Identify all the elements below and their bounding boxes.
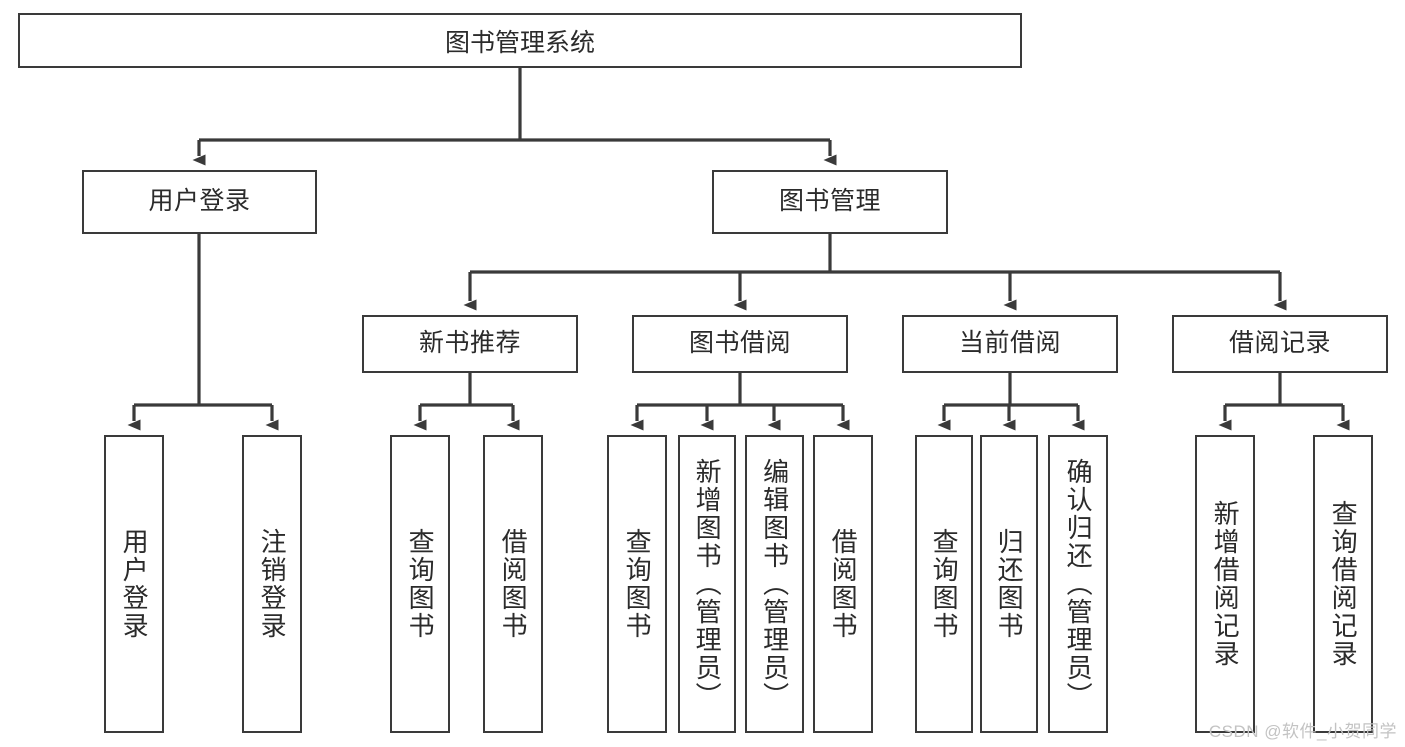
node-book-manage-label: 图书管理	[778, 187, 881, 216]
node-leaf-user-login[interactable]: 用户登录	[104, 435, 164, 733]
node-leaf-query-borrow-record[interactable]: 查询借阅记录	[1313, 435, 1373, 733]
node-root-label: 图书管理系统	[444, 28, 595, 57]
node-leaf-user-logout-label: 注销登录	[257, 528, 288, 640]
node-root[interactable]: 图书管理系统	[18, 13, 1022, 68]
node-leaf-return-book[interactable]: 归还图书	[980, 435, 1038, 733]
node-leaf-borrow-book[interactable]: 借阅图书	[813, 435, 873, 733]
node-borrow-record-label: 借阅记录	[1228, 329, 1331, 358]
node-book-manage[interactable]: 图书管理	[712, 170, 948, 234]
node-leaf-borrow-book-rec[interactable]: 借阅图书	[483, 435, 543, 733]
node-user-login[interactable]: 用户登录	[82, 170, 317, 234]
node-leaf-query-book-rec-label: 查询图书	[405, 528, 436, 640]
node-current-borrow-label: 当前借阅	[958, 329, 1061, 358]
node-leaf-add-book[interactable]: 新增图书（管理员）	[678, 435, 736, 733]
node-leaf-query-book-rec[interactable]: 查询图书	[390, 435, 450, 733]
node-leaf-query-book-borrow[interactable]: 查询图书	[607, 435, 667, 733]
node-book-borrow-label: 图书借阅	[688, 329, 791, 358]
node-new-book-recommend-label: 新书推荐	[418, 329, 521, 358]
node-leaf-borrow-book-rec-label: 借阅图书	[498, 528, 529, 640]
node-new-book-recommend[interactable]: 新书推荐	[362, 315, 578, 373]
node-leaf-user-logout[interactable]: 注销登录	[242, 435, 302, 733]
node-leaf-confirm-return[interactable]: 确认归还（管理员）	[1048, 435, 1108, 733]
node-leaf-add-borrow-record[interactable]: 新增借阅记录	[1195, 435, 1255, 733]
node-leaf-query-book-current[interactable]: 查询图书	[915, 435, 973, 733]
node-leaf-return-book-label: 归还图书	[994, 528, 1025, 640]
node-leaf-query-borrow-record-label: 查询借阅记录	[1328, 500, 1359, 668]
node-leaf-edit-book[interactable]: 编辑图书（管理员）	[745, 435, 804, 733]
node-book-borrow[interactable]: 图书借阅	[632, 315, 848, 373]
node-leaf-query-book-current-label: 查询图书	[929, 528, 960, 640]
node-current-borrow[interactable]: 当前借阅	[902, 315, 1118, 373]
node-leaf-add-book-label: 新增图书（管理员）	[692, 458, 723, 710]
node-leaf-borrow-book-label: 借阅图书	[828, 528, 859, 640]
node-leaf-query-book-borrow-label: 查询图书	[622, 528, 653, 640]
node-user-login-label: 用户登录	[148, 187, 251, 216]
node-leaf-edit-book-label: 编辑图书（管理员）	[759, 458, 790, 710]
node-leaf-confirm-return-label: 确认归还（管理员）	[1063, 458, 1094, 710]
node-borrow-record[interactable]: 借阅记录	[1172, 315, 1388, 373]
watermark-text: CSDN @软件_小贺同学	[1208, 722, 1397, 741]
node-leaf-user-login-label: 用户登录	[119, 528, 150, 640]
node-leaf-add-borrow-record-label: 新增借阅记录	[1210, 500, 1241, 668]
